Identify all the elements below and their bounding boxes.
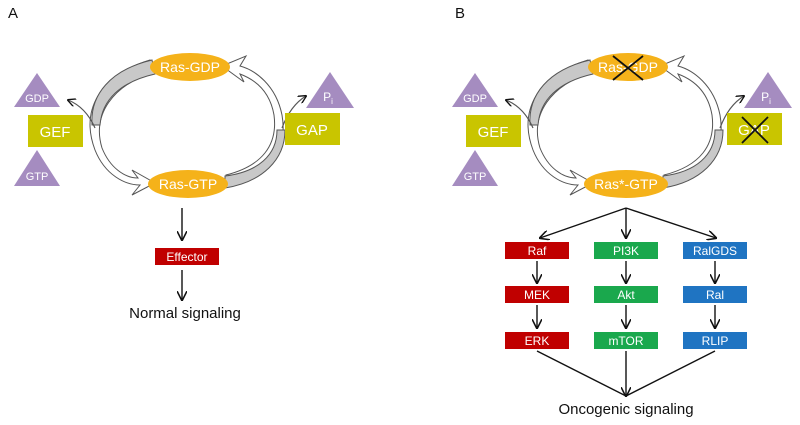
gef-label-b: GEF bbox=[478, 124, 509, 141]
rlip-label: RLIP bbox=[702, 334, 729, 348]
ras-gdp-blocked-cross bbox=[612, 55, 644, 81]
mek-box bbox=[505, 286, 569, 303]
gdp-release-arrow-a bbox=[68, 100, 96, 129]
pi-release-arrow-b bbox=[719, 96, 744, 129]
gdp-triangle-a bbox=[14, 73, 60, 107]
pi3k-label: PI3K bbox=[613, 244, 639, 258]
ralgds-box bbox=[683, 242, 747, 259]
left-gray-arrow-b bbox=[529, 59, 594, 126]
converging-arrows bbox=[536, 350, 716, 396]
effector-label: Effector bbox=[166, 250, 207, 264]
right-gray-arrow-b bbox=[662, 129, 724, 189]
gef-box-b bbox=[466, 115, 521, 147]
mtor-label: mTOR bbox=[608, 334, 643, 348]
akt-label: Akt bbox=[617, 288, 635, 302]
pi3k-box bbox=[594, 242, 658, 259]
gtp-label-a: GTP bbox=[26, 171, 49, 183]
ras-gtp-node-b bbox=[584, 170, 668, 198]
raf-box bbox=[505, 242, 569, 259]
erk-label: ERK bbox=[525, 334, 550, 348]
ral-label: Ral bbox=[706, 288, 724, 302]
gef-label-a: GEF bbox=[40, 124, 71, 141]
gtp-triangle-b bbox=[452, 150, 498, 186]
left-gray-arrow-a bbox=[91, 59, 156, 126]
rlip-box bbox=[683, 332, 747, 349]
pi-triangle-b bbox=[744, 72, 792, 108]
erk-box bbox=[505, 332, 569, 349]
pi-label-b: Pi bbox=[761, 90, 771, 106]
panel-b-label: B bbox=[455, 5, 465, 22]
gdp-triangle-b bbox=[452, 73, 498, 107]
mek-label: MEK bbox=[524, 288, 550, 302]
gap-label-a: GAP bbox=[296, 122, 328, 139]
normal-signaling-label: Normal signaling bbox=[129, 305, 241, 322]
pi-label-a: Pi bbox=[323, 90, 333, 106]
effector-box bbox=[155, 248, 219, 265]
gdp-release-arrow-b bbox=[506, 100, 534, 129]
mtor-box bbox=[594, 332, 658, 349]
oncogenic-signaling-label: Oncogenic signaling bbox=[558, 401, 693, 418]
ras-gtp-node-a bbox=[148, 170, 228, 198]
ras-gdp-label-a: Ras-GDP bbox=[160, 59, 220, 75]
ras-gtp-label-b: Ras*-GTP bbox=[594, 176, 658, 192]
akt-box bbox=[594, 286, 658, 303]
gdp-label-a: GDP bbox=[25, 93, 49, 105]
pi-triangle-a bbox=[306, 72, 354, 108]
pi-release-arrow-a bbox=[281, 96, 306, 129]
ral-box bbox=[683, 286, 747, 303]
ralgds-label: RalGDS bbox=[693, 244, 737, 258]
ras-gtp-label-a: Ras-GTP bbox=[159, 176, 217, 192]
panel-b: B Ras-GDP Ras*-GTP GEF GAP GDP GTP bbox=[452, 5, 792, 418]
gtp-label-b: GTP bbox=[464, 171, 487, 183]
right-gray-arrow-a bbox=[224, 129, 286, 189]
ras-gdp-node-a bbox=[150, 53, 230, 81]
panel-a-label: A bbox=[8, 5, 18, 22]
panel-a: A Ras-GDP Ras-GTP GEF GAP GDP GTP Pi Eff… bbox=[8, 5, 354, 322]
right-cycle-arrow-a bbox=[220, 54, 284, 186]
gef-box-a bbox=[28, 115, 83, 147]
gap-blocked-cross bbox=[741, 116, 769, 144]
raf-label: Raf bbox=[528, 244, 547, 258]
gap-box-a bbox=[285, 113, 340, 145]
right-cycle-arrow-b bbox=[658, 54, 722, 186]
gdp-label-b: GDP bbox=[463, 93, 487, 105]
ras-fanout-arrows bbox=[540, 207, 716, 238]
gtp-triangle-a bbox=[14, 150, 60, 186]
